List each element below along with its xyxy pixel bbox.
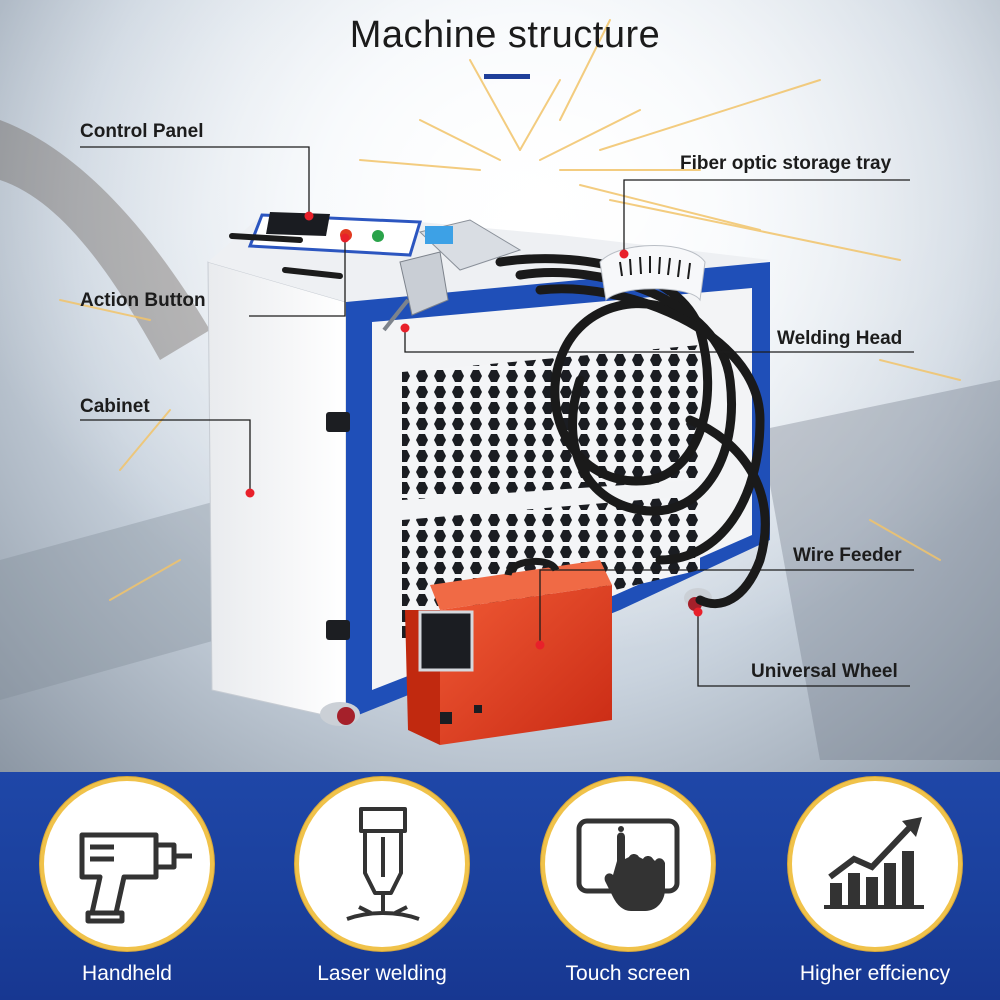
laser-head-icon: [346, 807, 420, 921]
feature-label: Higher effciency: [799, 962, 951, 985]
callout-welding-head: Welding Head: [777, 328, 903, 349]
machine-diagram: Machine structure Control Panel Action B…: [0, 0, 1000, 772]
feature-touch-screen: Touch screen: [493, 772, 743, 1000]
title-underline: [484, 74, 530, 79]
drill-icon: [79, 832, 192, 924]
page-title: Machine structure: [349, 14, 661, 56]
feature-ring: [545, 781, 711, 947]
touch-screen-icon: [576, 818, 680, 911]
callout-control-panel: Control Panel: [80, 121, 204, 142]
feature-handheld: Handheld: [0, 772, 242, 1000]
feature-label: Touch screen: [565, 962, 691, 985]
feature-ring: [792, 781, 958, 947]
feature-label: Handheld: [82, 962, 172, 985]
callout-markers: [245, 211, 703, 650]
control-panel-unit: [229, 212, 422, 279]
machine-illustration: [0, 0, 1000, 772]
growth-chart-icon: [824, 817, 924, 909]
callout-wire-feeder: Wire Feeder: [793, 545, 902, 566]
feature-ring: [44, 781, 210, 947]
feature-higher-efficiency: Higher effciency: [740, 772, 990, 1000]
fiber-storage-tray: [599, 245, 706, 302]
feature-ring: [299, 781, 465, 947]
wire-feeder-unit: [405, 557, 612, 745]
callout-cabinet: Cabinet: [80, 396, 150, 417]
callout-leader-lines: [80, 146, 914, 687]
callout-action-button: Action Button: [80, 290, 206, 311]
feature-label: Laser welding: [317, 962, 447, 985]
callout-universal-wheel: Universal Wheel: [751, 661, 898, 682]
callout-fiber-tray: Fiber optic storage tray: [680, 153, 892, 174]
features-band: Handheld Laser welding: [0, 772, 1000, 1000]
welding-gun: [382, 219, 522, 332]
spark-effect: [59, 19, 961, 601]
feature-laser-welding: Laser welding: [247, 772, 497, 1000]
